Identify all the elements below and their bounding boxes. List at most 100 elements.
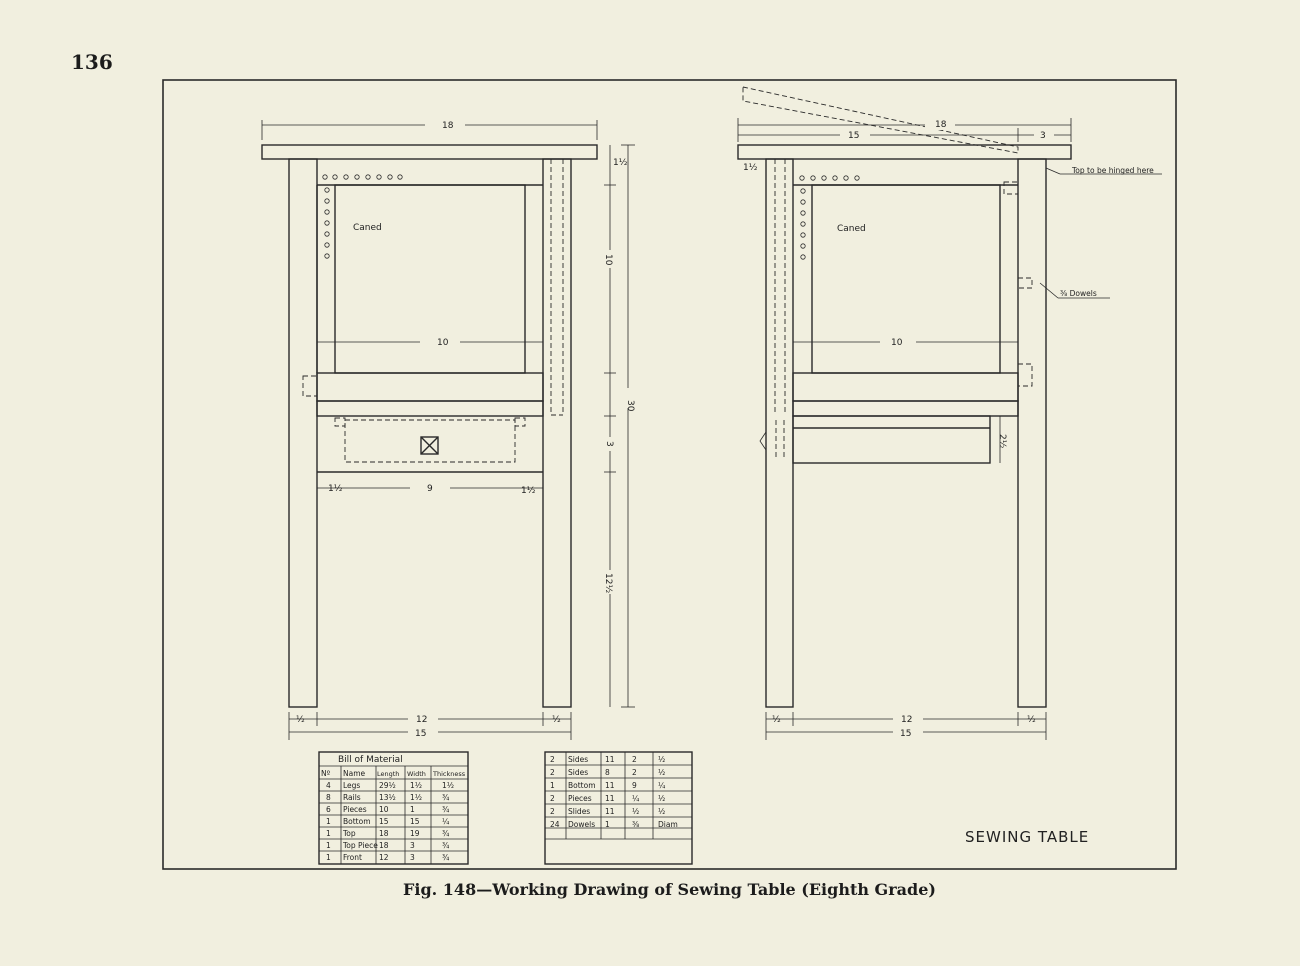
side-right-leg xyxy=(1017,158,1047,708)
front-dim-bottom-outer: 15 xyxy=(415,729,426,739)
front-drawer xyxy=(344,419,516,463)
bill_of_material_cont-cell: ½ xyxy=(658,807,665,816)
side-caned-label: Caned xyxy=(837,224,866,234)
bill_of_material_cont-cell: ¼ xyxy=(632,794,640,803)
bill_of_material-cell: 1 xyxy=(326,841,331,850)
bill_of_material_cont-cell: Sides xyxy=(568,768,588,777)
side-dim-leg-left: ½ xyxy=(772,715,781,725)
side-dim-leg-right: ½ xyxy=(1027,715,1036,725)
bill_of_material_cont-cell: 2 xyxy=(550,807,555,816)
front-left-leg xyxy=(288,158,318,708)
bill_of_material_cont-cell: Diam xyxy=(658,820,678,829)
side-top-board xyxy=(737,144,1072,160)
bill_of_material_cont-cell: ½ xyxy=(658,755,665,764)
bill_of_material_cont-cell: 11 xyxy=(605,755,615,764)
page-number: 136 xyxy=(71,50,113,74)
bill_of_material_cont-cell: ½ xyxy=(632,807,639,816)
front-dim-leg-right: ½ xyxy=(552,715,561,725)
bill_of_material-cell: 3 xyxy=(410,853,415,862)
bill_of_material-cell: 4 xyxy=(326,781,331,790)
bom-header: Length xyxy=(377,770,399,778)
side-dowel-holes-side xyxy=(800,188,806,260)
side-dim-bottom-inner: 12 xyxy=(901,715,912,725)
bill_of_material-cell: Rails xyxy=(343,793,361,802)
side-drawer xyxy=(792,415,991,464)
bill_of_material-cell: 10 xyxy=(379,805,389,814)
front-drawer-rail xyxy=(316,400,544,417)
bill_of_material_cont-cell: ⅜ xyxy=(632,820,639,829)
dowels-note: ⅜ Dowels xyxy=(1060,289,1097,298)
bill_of_material-cell: Top xyxy=(342,829,356,838)
side-view: 18 15 3 1½ Top to be hinged here ⅜ Dowel… xyxy=(737,86,1162,740)
bill_of_material-cell: 19 xyxy=(410,829,420,838)
bill_of_material-cell: ¾ xyxy=(442,829,450,838)
bill_of_material_cont-cell: Slides xyxy=(568,807,590,816)
front-dim-rail: 10 xyxy=(437,338,449,348)
bill_of_material_cont-cell: 2 xyxy=(632,755,637,764)
bill_of_material_cont-cell: ¼ xyxy=(658,781,666,790)
bill_of_material-cell: ¾ xyxy=(442,853,450,862)
side-drawer-rail xyxy=(792,400,1019,417)
front-dim-leg-left: ½ xyxy=(296,715,305,725)
bill_of_material_cont-cell: 9 xyxy=(632,781,637,790)
bill_of_material-cell: Top Piece xyxy=(342,841,378,850)
bill_of_material-cell: 1½ xyxy=(442,781,454,790)
bill_of_material-cell: 13½ xyxy=(379,793,396,802)
bill_of_material_cont-cell: Bottom xyxy=(568,781,596,790)
bill_of_material-cell: Legs xyxy=(343,781,360,790)
bill_of_material-cell: 1 xyxy=(326,829,331,838)
bill_of_material-cell: Front xyxy=(343,853,362,862)
front-dowel-holes-side xyxy=(324,187,330,259)
bill_of_material-cell: 18 xyxy=(379,841,389,850)
front-dim-upper: 10 xyxy=(603,254,613,266)
bill_of_material_cont-cell: ½ xyxy=(658,768,665,777)
front-dim-top: 18 xyxy=(442,121,454,131)
bill_of_material-cell: ¼ xyxy=(442,817,450,826)
bill_of_material_cont-cell: 2 xyxy=(632,768,637,777)
bill_of_material-cell: 1 xyxy=(410,805,415,814)
front-dim-shelf: 9 xyxy=(427,484,433,494)
side-lower-rail xyxy=(792,372,1019,402)
bill_of_material-cell: 29½ xyxy=(379,781,396,790)
bill_of_material_cont-cell: 2 xyxy=(550,794,555,803)
front-right-leg xyxy=(542,158,572,708)
side-dowel-holes-top xyxy=(799,175,860,181)
bill_of_material-cell: 3 xyxy=(410,841,415,850)
bill-of-material-table: Bill of Material Nº Name Length Width Th… xyxy=(318,751,469,865)
drawer-knob xyxy=(420,436,439,455)
bill_of_material-cell: ¾ xyxy=(442,841,450,850)
bill_of_material_cont-cell: 8 xyxy=(605,768,610,777)
bill_of_material_cont-cell: Pieces xyxy=(568,794,592,803)
side-dim-bottom-outer: 15 xyxy=(900,729,911,739)
bill_of_material_cont-cell: 11 xyxy=(605,781,615,790)
bill_of_material-cell: 18 xyxy=(379,829,389,838)
front-dim-height: 30 xyxy=(625,400,635,412)
bill_of_material_cont-cell: 2 xyxy=(550,755,555,764)
bill_of_material-cell: 15 xyxy=(379,817,389,826)
front-top-board xyxy=(261,144,598,160)
side-dim-leg-top: 1½ xyxy=(743,163,758,173)
side-dim-drawer: 2½ xyxy=(997,434,1007,449)
side-dim-top-hinge: 3 xyxy=(1040,131,1046,141)
front-dim-shelf-right: 1½ xyxy=(521,486,536,496)
front-dim-bottom-inner: 12 xyxy=(416,715,427,725)
side-dim-top: 18 xyxy=(935,120,947,130)
side-dim-rail: 10 xyxy=(891,338,903,348)
side-left-leg xyxy=(765,158,794,708)
bill_of_material_cont-cell: 1 xyxy=(605,820,610,829)
bill_of_material_cont-cell: Sides xyxy=(568,755,588,764)
bill_of_material-cell: 1½ xyxy=(410,781,422,790)
bom-header: Width xyxy=(407,770,426,778)
bill_of_material_cont-cell: 11 xyxy=(605,807,615,816)
drawing-title: SEWING TABLE xyxy=(965,828,1089,846)
side-dim-top-inner: 15 xyxy=(848,131,859,141)
bill_of_material_cont-cell: ½ xyxy=(658,794,665,803)
bom-header: Thickness xyxy=(432,770,466,778)
front-caned-label: Caned xyxy=(353,223,382,233)
bill_of_material_cont-cell: 24 xyxy=(550,820,560,829)
drawing-frame xyxy=(162,79,1177,870)
